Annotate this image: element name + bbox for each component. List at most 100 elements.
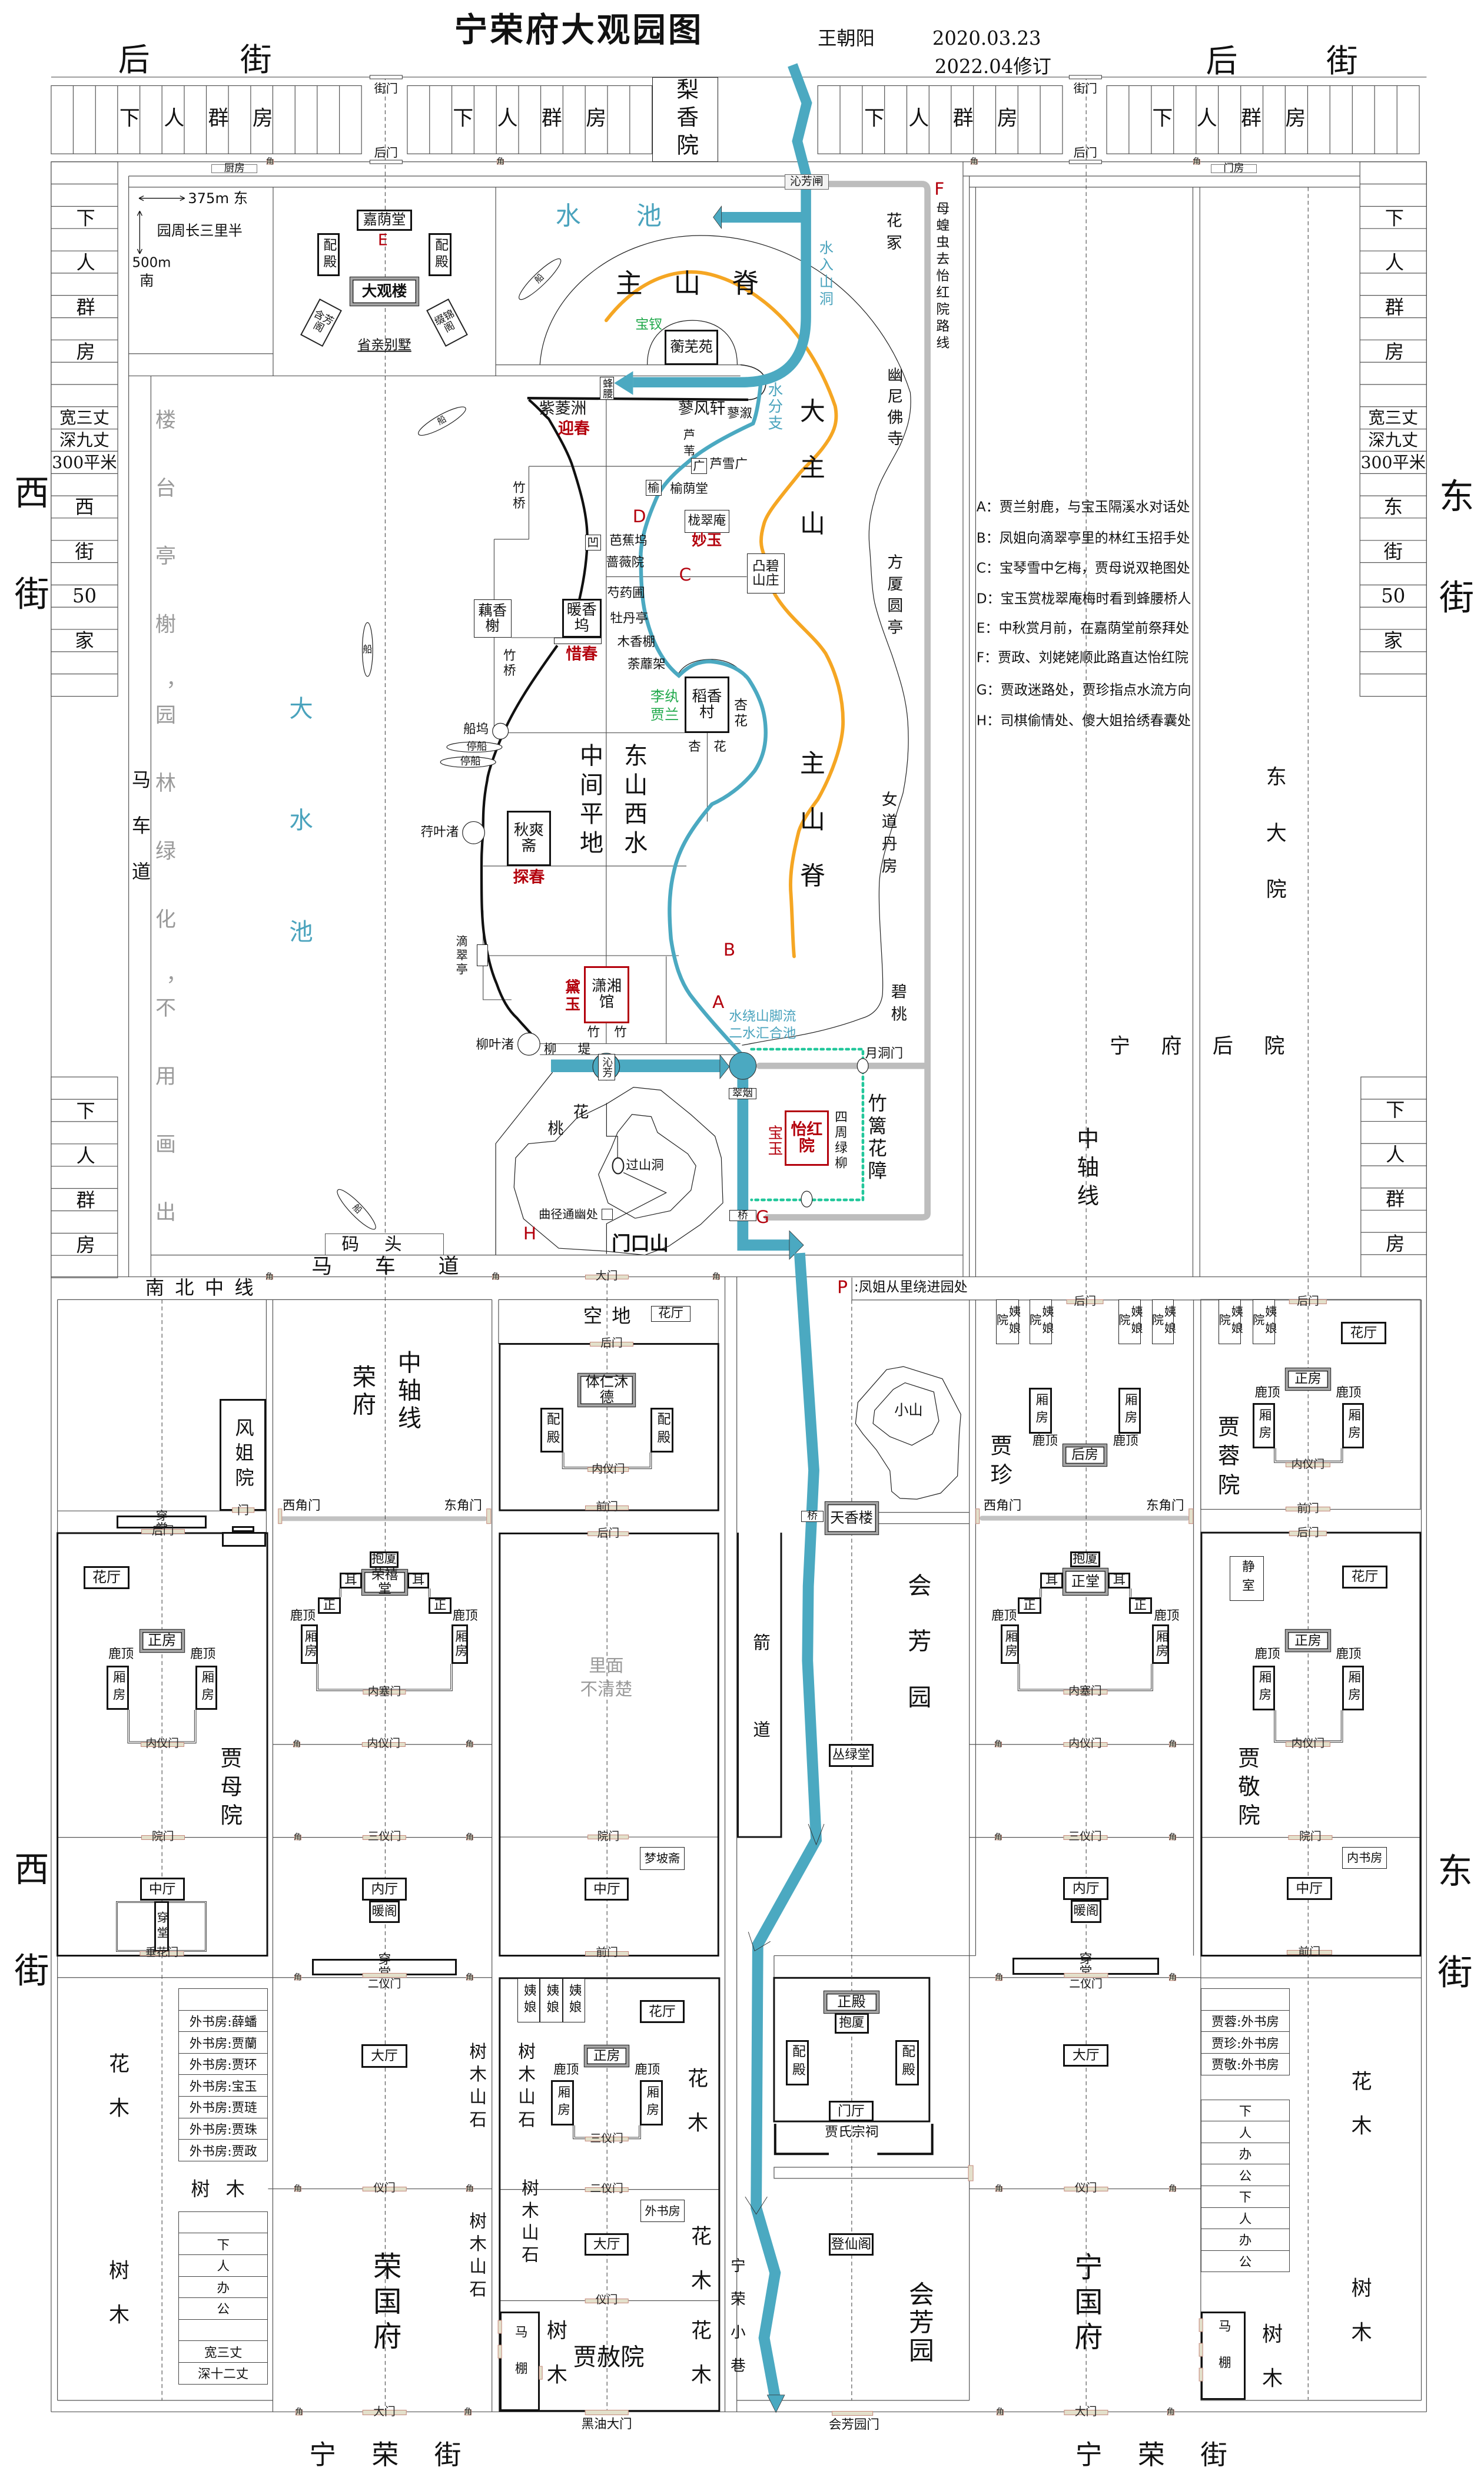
jiamu-inner-yi-gate: 内仪门 xyxy=(140,1738,184,1749)
jia-zhen-label: 贾珍 xyxy=(986,1434,1012,1491)
list-item: 办 xyxy=(178,2276,268,2299)
jiazhen-wing-left: 厢房 xyxy=(1029,1388,1052,1434)
bitao: 碧桃 xyxy=(888,983,907,1028)
revision-date: 2022.04修订 xyxy=(934,55,1051,78)
jiarong-flower-hall: 花厅 xyxy=(1341,1322,1386,1344)
heiyou-gate-label: 黑油大门 xyxy=(581,2417,632,2432)
ancestral-hall-label: 贾氏宗祠 xyxy=(825,2124,879,2140)
muxiang-peng: 木香棚 xyxy=(617,635,656,650)
list-item: 宽三丈 xyxy=(178,2340,268,2363)
kitchen: 厨房 xyxy=(211,163,258,174)
list-item: 人 xyxy=(1200,2121,1290,2143)
daguan-lou: 大观楼 xyxy=(350,277,419,306)
corner-gate: 角 xyxy=(1168,1973,1177,1982)
list-item: 公 xyxy=(178,2297,268,2320)
street-east-upper: 东街 xyxy=(1433,477,1475,681)
west-trees-label: 树木 xyxy=(191,2177,261,2200)
water-branch-label: 水分支 xyxy=(765,381,783,432)
ancestral-main-hall: 正殿 xyxy=(824,1991,879,2013)
east-column-household: 50 xyxy=(1381,585,1406,608)
shaoyao-pu: 芍药圃 xyxy=(607,585,645,601)
cuiyan-bridge: 翠烟 xyxy=(728,1088,756,1099)
jiamu-main-room: 正房 xyxy=(140,1630,184,1652)
willow-dike: 柳堤 xyxy=(544,1042,612,1057)
corner-gate: 角 xyxy=(466,2184,474,2193)
list-item: 下 xyxy=(1200,2185,1290,2208)
ningfu-zheng-left: 正 xyxy=(1018,1597,1041,1614)
rongfu-porch: 抱厦 xyxy=(369,1551,399,1568)
author: 王朝阳 xyxy=(818,26,875,49)
list-item: 外书房:贾蘭 xyxy=(178,2031,268,2054)
deer-roof-label: 鹿顶 xyxy=(190,1646,216,1662)
quiet-room: 静室 xyxy=(1230,1556,1264,1601)
stable-gate xyxy=(1199,2343,1203,2357)
tiren-front-gate: 前门 xyxy=(585,1501,629,1513)
confluence-line-2: 二水汇合池 xyxy=(729,1026,796,1042)
jiajing-yuan-label: 贾敬院 xyxy=(1234,1746,1260,1832)
rongfu-wing-right: 厢房 xyxy=(451,1624,469,1664)
east-servant-office-list: 下 人 办 公 下 人 办 公 xyxy=(1200,2099,1290,2273)
jiajing-middle-hall: 中厅 xyxy=(1286,1877,1332,1901)
list-item xyxy=(178,2211,268,2234)
jiashe-yuan-label: 贾赦院 xyxy=(573,2343,645,2371)
list-item: 公 xyxy=(1200,2164,1290,2187)
stable-gate xyxy=(497,2320,502,2334)
ningfu-west-corner-gate xyxy=(975,1508,980,1524)
west-column-household: 家 xyxy=(75,629,94,652)
rongfu-great-hall: 大厅 xyxy=(361,2044,407,2068)
lixiang-yuan: 梨香院 xyxy=(652,77,719,162)
jiajing-wing-right: 厢房 xyxy=(1342,1665,1365,1710)
jiarong-inner-yi-gate: 内仪门 xyxy=(1285,1459,1331,1470)
list-item: 深十二丈 xyxy=(178,2362,268,2385)
rongfu-west-corner-gate xyxy=(277,1508,283,1524)
resident-li-wan: 李纨 xyxy=(650,688,679,705)
east-column-household: 家 xyxy=(1383,629,1403,652)
deer-roof-label: 鹿顶 xyxy=(1154,1609,1180,1624)
legend-b: B：凤姐向滴翠亭里的林红玉招手处 xyxy=(976,530,1190,546)
jiajing-inner-yi-gate: 内仪门 xyxy=(1285,1738,1331,1749)
rear-room: 后房 xyxy=(1063,1444,1107,1467)
bamboo-fence: 竹篱花障 xyxy=(865,1093,888,1183)
ningfu-passage-gate xyxy=(1064,1973,1108,1978)
rongfu-third-yi-gate: 三仪门 xyxy=(362,1831,407,1842)
arrow-lane-label: 箭道 xyxy=(750,1633,771,1808)
scale-east: 375m 东 xyxy=(188,190,248,207)
nuanxiang-wu: 暖香坞 xyxy=(562,599,602,638)
jiamu-middle-hall: 中厅 xyxy=(140,1878,185,1901)
jiarong-front-gate: 前门 xyxy=(1285,1503,1331,1514)
ningfu-main-hall: 正堂 xyxy=(1063,1569,1108,1595)
resident-baoyu: 宝玉 xyxy=(765,1125,783,1157)
rongfu-trees-rocks-lower: 树木山石 xyxy=(466,2211,487,2303)
winding-path-label: 曲径通幽处 xyxy=(539,1207,598,1222)
list-item xyxy=(1200,1988,1290,2011)
corner-gate: 角 xyxy=(466,1973,474,1982)
west-column-width: 宽三丈 xyxy=(59,407,109,427)
corner-gate: 角 xyxy=(712,1272,721,1281)
list-item: 外书房:贾环 xyxy=(178,2052,268,2075)
inner-court-middle-hall: 中厅 xyxy=(585,1877,629,1901)
jiashe-wing-left: 厢房 xyxy=(550,2080,574,2125)
deer-roof-label: 鹿顶 xyxy=(991,1609,1017,1624)
servant-quarters-b: 下人群房 xyxy=(453,107,630,131)
yuyin-tang: 榆荫堂 xyxy=(670,482,708,497)
pond-label: 水池 xyxy=(555,201,718,231)
tiren-rear-gate: 后门 xyxy=(589,1338,633,1349)
list-item: 外书房:贾琏 xyxy=(178,2095,268,2118)
east-column-household: 东 xyxy=(1383,495,1403,518)
chuanwu: 船坞 xyxy=(463,722,489,737)
rongfu-west-corner-gate-label: 西角门 xyxy=(282,1498,321,1514)
corner-gate: 角 xyxy=(293,2184,302,2193)
jiashe-concubines: 姨娘 xyxy=(563,1978,585,2023)
corner-gate: 角 xyxy=(970,157,978,167)
gatehouse: 门房 xyxy=(1211,163,1257,174)
ningfu-inner-sai-gate: 内塞门 xyxy=(1063,1686,1108,1697)
jiarong-yuan-label: 贾蓉院 xyxy=(1214,1415,1240,1503)
rongfu-wing-left: 厢房 xyxy=(301,1624,318,1664)
deer-roof-label: 鹿顶 xyxy=(290,1609,316,1624)
street-gate-west xyxy=(369,75,403,79)
tiren-mude-hall: 体仁沐德 xyxy=(578,1373,636,1407)
corridor-connectors xyxy=(127,1448,1343,2140)
inner-court-rear-gate: 后门 xyxy=(587,1528,629,1539)
rongfu-inner-hall: 内厅 xyxy=(362,1878,407,1901)
rongfu-ear-right: 耳 xyxy=(407,1573,430,1589)
